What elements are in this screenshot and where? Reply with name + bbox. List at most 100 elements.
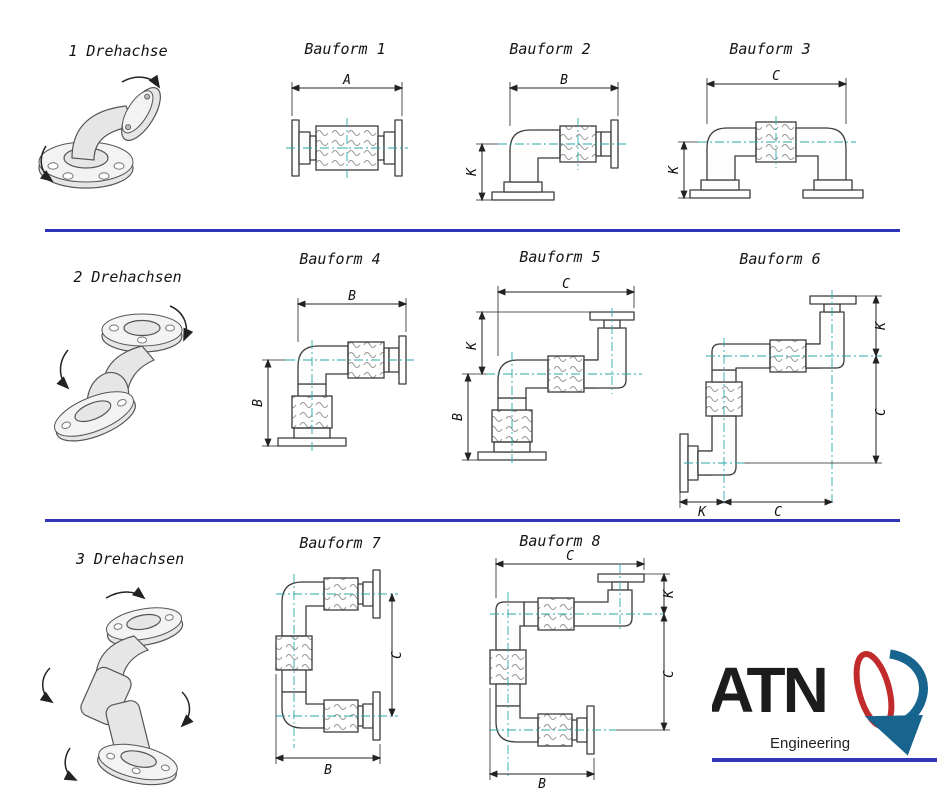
iso-drawing-3-axes <box>39 586 194 786</box>
dim-B-bottom: B <box>274 674 382 778</box>
bauform-1-drawing: A <box>286 73 408 178</box>
logo-subtitle: Engineering <box>770 735 850 752</box>
dim-label-k: K <box>465 341 480 351</box>
elbow-2 <box>711 343 771 371</box>
rotation-arrow <box>180 691 194 728</box>
divider-2 <box>45 519 900 522</box>
dim-B-left: B <box>451 372 486 462</box>
dim-label-c: C <box>562 277 570 292</box>
dim-label-b: B <box>451 413 466 421</box>
axis-label-2: 2 Drehachsen <box>73 268 182 286</box>
rotation-arrow <box>56 349 70 390</box>
dim-label-k: K <box>668 165 682 175</box>
dim-C: C <box>705 69 848 124</box>
dim-label-c2: C <box>662 670 677 678</box>
dim-label-b: B <box>560 73 568 88</box>
elbow-left <box>706 127 757 181</box>
bauform-7-drawing: C B <box>274 569 405 778</box>
elbow-b <box>495 601 525 651</box>
double-elbow-parts <box>689 121 864 199</box>
bauform-5-title: Bauform 5 <box>519 248 601 266</box>
rotation-arrow <box>105 586 146 600</box>
iso-drawing-2-axes <box>54 305 194 442</box>
rotation-arrow <box>121 74 161 89</box>
dim-label-b: B <box>324 763 332 778</box>
elbow-body <box>71 105 135 161</box>
dim-K-right: K <box>856 294 889 358</box>
dim-C-right: C <box>388 592 405 718</box>
dim-label-k2: K <box>697 505 707 519</box>
dim-label-b: B <box>348 289 356 304</box>
bauform-1-title: Bauform 1 <box>304 40 386 58</box>
parts <box>277 335 407 447</box>
elbow-right <box>795 127 847 181</box>
bauform-3-drawing: C K <box>668 69 864 200</box>
elbow <box>509 129 561 183</box>
parts <box>489 573 645 755</box>
bottom-flange <box>54 391 136 442</box>
upper-flange <box>121 87 161 141</box>
elbow-parts <box>491 119 619 201</box>
dim-label-c: C <box>390 651 405 659</box>
bauform-6-drawing: K C K C <box>678 290 889 519</box>
bauform-8-drawing: C K C <box>488 549 677 792</box>
logo-swoosh <box>853 649 928 756</box>
elbow-2 <box>583 327 627 389</box>
top-flange <box>101 313 183 353</box>
base-flange-right <box>802 189 864 199</box>
dim-C-top: C <box>494 549 646 598</box>
bottom-flange <box>97 743 178 786</box>
dim-K-right: K <box>644 572 677 616</box>
bauform-3-title: Bauform 3 <box>729 40 811 58</box>
dim-B-top: B <box>296 289 408 342</box>
divider-1 <box>45 229 900 232</box>
dim-label-b: B <box>538 777 546 792</box>
dim-C-bottom: C <box>722 498 834 519</box>
elbow-1 <box>497 359 549 399</box>
dim-K-bottom: K <box>678 492 726 519</box>
bauform-2-drawing: B K <box>465 73 626 202</box>
top-flange <box>809 295 857 305</box>
bauform-5-drawing: C K B <box>451 277 642 464</box>
rotation-arrow <box>39 145 54 183</box>
dim-label-k: K <box>662 589 677 599</box>
dim-label-c: C <box>566 549 574 564</box>
dim-K-left: K <box>465 310 590 376</box>
rotation-arrow <box>63 747 78 781</box>
dim-K: K <box>668 140 698 200</box>
elbow-1 <box>697 415 737 476</box>
dim-A: A <box>290 73 404 116</box>
base-flange <box>491 191 555 201</box>
elbow-top <box>281 581 325 637</box>
dim-label-c2: C <box>774 505 782 519</box>
dim-B-left: B <box>251 358 286 448</box>
dim-label-b2: B <box>251 399 266 407</box>
dim-B-bottom: B <box>488 688 596 792</box>
bauform-4-title: Bauform 4 <box>299 250 381 268</box>
elbow-bottom <box>281 691 325 729</box>
bauform-2-title: Bauform 2 <box>509 40 591 58</box>
axis-label-3: 3 Drehachsen <box>75 550 185 568</box>
dim-B: B <box>508 73 620 126</box>
logo-wordmark: ATN <box>712 654 826 726</box>
dim-C-right: C <box>616 612 677 732</box>
logo-underline <box>712 758 937 762</box>
dim-K: K <box>465 142 498 202</box>
bauform-7-title: Bauform 7 <box>299 534 381 552</box>
parts <box>275 569 381 741</box>
elbow-3 <box>805 311 845 369</box>
dim-label-k: K <box>874 321 889 331</box>
bauform-8-title: Bauform 8 <box>519 532 601 550</box>
dim-label-k: K <box>465 167 480 177</box>
atn-logo: ATN Engineering <box>712 649 937 762</box>
logo-blue-arrow <box>864 649 928 756</box>
axis-label-1: 1 Drehachse <box>68 42 168 60</box>
iso-drawing-1-axis <box>38 74 161 189</box>
dim-label-a: A <box>342 73 351 88</box>
bauform-6-title: Bauform 6 <box>739 250 821 268</box>
logo-red-ring <box>853 651 895 729</box>
dim-label-c: C <box>874 408 889 416</box>
dim-C-right: C <box>744 354 889 465</box>
dim-C-top: C <box>496 277 636 356</box>
rotation-arrow <box>39 667 54 704</box>
